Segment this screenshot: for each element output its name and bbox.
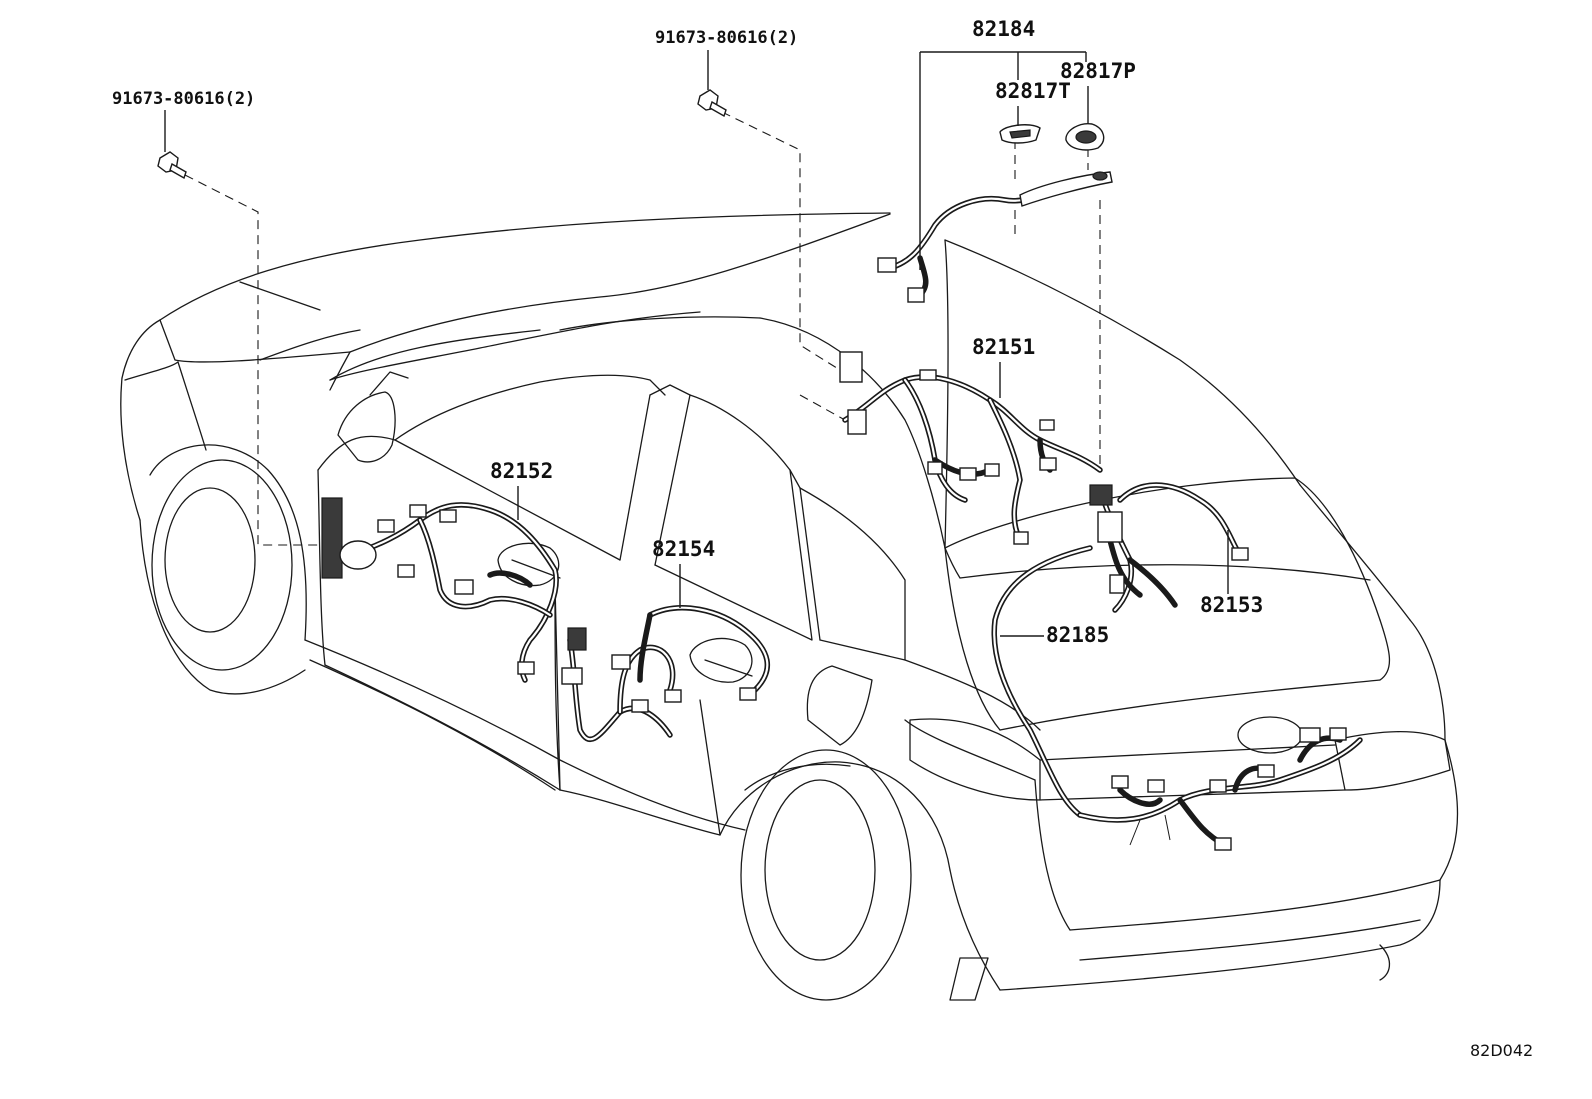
label-82154[interactable]: 82154 — [652, 537, 715, 561]
label-82152[interactable]: 82152 — [490, 459, 553, 483]
grommet-p-icon — [1065, 123, 1105, 151]
bolt-left-icon — [157, 151, 187, 180]
label-bolt-left[interactable]: 91673-80616(2) — [112, 89, 255, 109]
back-door-harness-82153[interactable] — [1089, 482, 1249, 613]
grommet-t-icon — [999, 124, 1041, 144]
label-82153[interactable]: 82153 — [1200, 593, 1263, 617]
floor-harness-82151[interactable] — [839, 351, 1103, 545]
dashed-guide-lines — [184, 111, 1101, 546]
label-bolt-center[interactable]: 91673-80616(2) — [655, 28, 798, 48]
label-82185[interactable]: 82185 — [1046, 623, 1109, 647]
label-82151[interactable]: 82151 — [972, 335, 1035, 359]
back-door-wire-82185[interactable] — [991, 545, 1363, 851]
label-82184[interactable]: 82184 — [972, 17, 1035, 41]
bolt-center-icon — [697, 89, 727, 118]
roof-harness-82184[interactable] — [877, 171, 1113, 303]
label-82817p[interactable]: 82817P — [1060, 59, 1136, 83]
car-body-outline — [120, 212, 1459, 1001]
figure-code: 82D042 — [1470, 1041, 1533, 1060]
label-82817t[interactable]: 82817T — [995, 79, 1071, 103]
front-door-harness-82152[interactable] — [321, 497, 559, 683]
rear-door-harness-82154[interactable] — [561, 605, 771, 743]
part-labels: 91673-80616(2) 91673-80616(2) 82184 8281… — [112, 17, 1533, 1060]
